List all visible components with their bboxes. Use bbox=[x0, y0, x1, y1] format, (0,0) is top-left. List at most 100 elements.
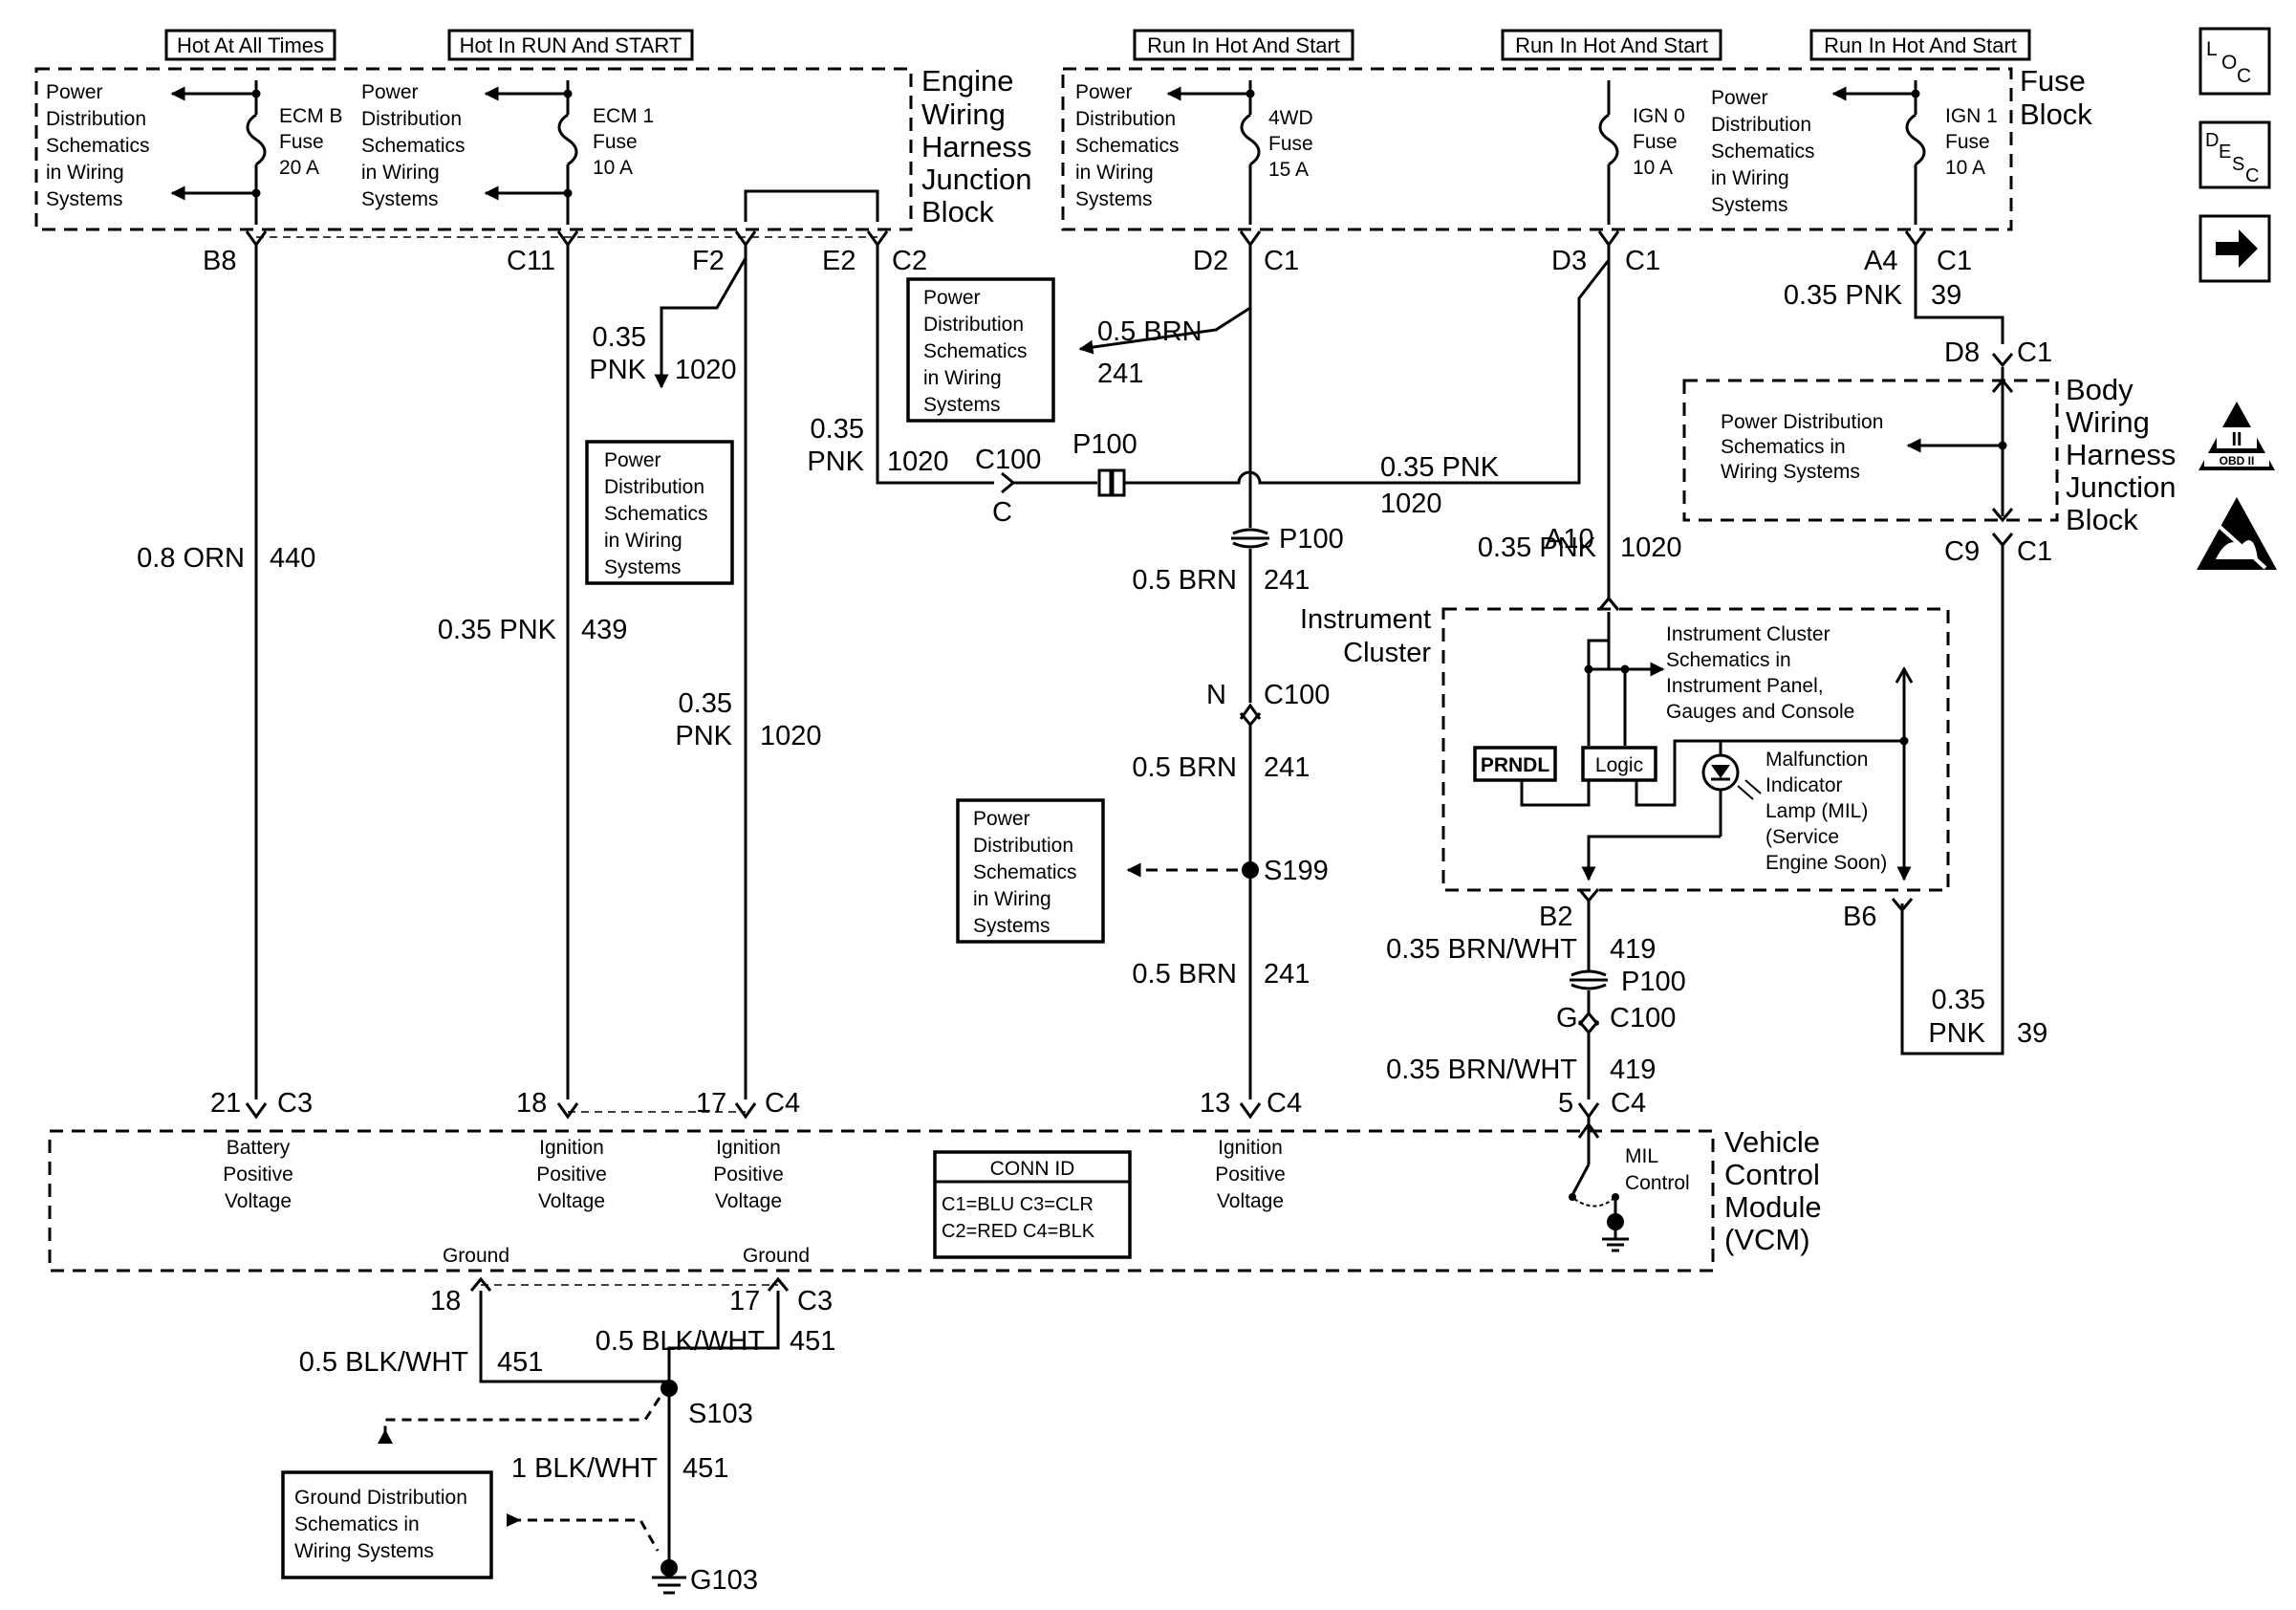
svg-text:Distribution: Distribution bbox=[46, 108, 146, 130]
svg-text:D3: D3 bbox=[1551, 246, 1587, 276]
svg-text:P100: P100 bbox=[1621, 967, 1686, 997]
svg-text:0.8 ORN: 0.8 ORN bbox=[137, 543, 245, 574]
svg-text:ECM 1: ECM 1 bbox=[593, 105, 654, 127]
svg-text:0.35: 0.35 bbox=[811, 414, 864, 445]
instrument-cluster-outline bbox=[1441, 607, 1950, 892]
svg-text:Fuse: Fuse bbox=[2020, 64, 2086, 98]
svg-text:0.5 BRN: 0.5 BRN bbox=[1097, 316, 1202, 347]
svg-text:(VCM): (VCM) bbox=[1724, 1223, 1810, 1256]
svg-text:S103: S103 bbox=[688, 1399, 753, 1429]
svg-text:Module: Module bbox=[1724, 1190, 1822, 1224]
svg-text:D: D bbox=[2205, 130, 2219, 151]
svg-text:Body: Body bbox=[2066, 373, 2134, 406]
header-run-in-hot-and-start-2: Run In Hot And Start bbox=[1501, 29, 1722, 61]
svg-text:Fuse: Fuse bbox=[279, 131, 324, 153]
instrument-cluster-label: Instrument Cluster bbox=[1300, 604, 1431, 668]
svg-text:Block: Block bbox=[921, 195, 994, 228]
svg-text:Ignition: Ignition bbox=[1218, 1137, 1283, 1159]
svg-text:L: L bbox=[2206, 38, 2218, 60]
svg-text:Ignition: Ignition bbox=[716, 1137, 781, 1159]
svg-text:Fuse: Fuse bbox=[1945, 131, 1990, 153]
svg-text:C2=RED C4=BLK: C2=RED C4=BLK bbox=[942, 1221, 1095, 1242]
svg-text:P100: P100 bbox=[1072, 429, 1137, 460]
next-arrow-icon[interactable] bbox=[2199, 214, 2271, 283]
svg-text:Schematics: Schematics bbox=[361, 135, 466, 157]
svg-text:Control: Control bbox=[1724, 1158, 1820, 1191]
svg-text:0.5 BLK/WHT: 0.5 BLK/WHT bbox=[299, 1347, 469, 1378]
svg-text:0.35 BRN/WHT: 0.35 BRN/WHT bbox=[1386, 1055, 1577, 1085]
svg-text:Schematics: Schematics bbox=[1711, 141, 1815, 163]
svg-text:0.35 BRN/WHT: 0.35 BRN/WHT bbox=[1386, 934, 1577, 965]
svg-text:15 A: 15 A bbox=[1268, 159, 1309, 181]
p100-connector-brnwht419 bbox=[1570, 969, 1608, 990]
svg-text:S: S bbox=[2232, 154, 2244, 175]
svg-text:PNK: PNK bbox=[807, 446, 864, 477]
svg-text:Wiring Systems: Wiring Systems bbox=[294, 1540, 434, 1562]
svg-text:Schematics: Schematics bbox=[604, 503, 708, 525]
svg-text:Positive: Positive bbox=[536, 1164, 607, 1186]
svg-text:Schematics: Schematics bbox=[923, 340, 1028, 362]
fuse-ign0-label: IGN 0 Fuse 10 A bbox=[1633, 105, 1685, 179]
s199-splice bbox=[1242, 861, 1259, 879]
svg-text:Junction: Junction bbox=[921, 163, 1031, 196]
p100-connector-brn241 bbox=[1231, 528, 1269, 549]
svg-text:in Wiring: in Wiring bbox=[361, 162, 440, 184]
svg-text:C1: C1 bbox=[1264, 246, 1299, 276]
svg-text:C1=BLU C3=CLR: C1=BLU C3=CLR bbox=[942, 1194, 1094, 1215]
fuse-ign1-label: IGN 1 Fuse 10 A bbox=[1945, 105, 1998, 179]
vcm-input-ignition-17: Ignition Positive Voltage bbox=[713, 1137, 784, 1212]
svg-text:0.35: 0.35 bbox=[679, 688, 732, 719]
svg-text:17: 17 bbox=[729, 1286, 760, 1316]
svg-text:20 A: 20 A bbox=[279, 157, 319, 179]
svg-text:Systems: Systems bbox=[46, 188, 123, 210]
svg-text:S199: S199 bbox=[1264, 856, 1329, 886]
svg-text:Systems: Systems bbox=[1711, 194, 1788, 216]
svg-text:C1: C1 bbox=[2017, 536, 2052, 567]
svg-text:in Wiring: in Wiring bbox=[1075, 162, 1154, 184]
fuse-block-label: Fuse Block bbox=[2020, 64, 2092, 131]
svg-text:MIL: MIL bbox=[1625, 1145, 1658, 1167]
svg-text:1020: 1020 bbox=[675, 355, 737, 385]
svg-text:Power: Power bbox=[1711, 87, 1768, 109]
svg-text:Wiring: Wiring bbox=[2066, 405, 2150, 439]
svg-text:P100: P100 bbox=[1279, 524, 1344, 555]
svg-text:Distribution: Distribution bbox=[923, 314, 1024, 336]
svg-text:A10: A10 bbox=[1545, 524, 1594, 555]
svg-text:Fuse: Fuse bbox=[1268, 133, 1313, 155]
svg-text:A4: A4 bbox=[1864, 246, 1897, 276]
svg-text:Power: Power bbox=[604, 449, 661, 471]
desc-icon[interactable]: D E S C bbox=[2199, 120, 2271, 189]
svg-text:OBD II: OBD II bbox=[2220, 454, 2255, 468]
loc-icon[interactable]: L O C bbox=[2199, 27, 2271, 96]
pds-box-1020: Power Distribution Schematics in Wiring … bbox=[585, 440, 734, 585]
svg-text:in Wiring: in Wiring bbox=[46, 162, 124, 184]
svg-text:ECM B: ECM B bbox=[279, 105, 343, 127]
svg-text:N: N bbox=[1206, 680, 1226, 710]
svg-text:0.5 BRN: 0.5 BRN bbox=[1132, 565, 1237, 596]
svg-text:Harness: Harness bbox=[2066, 438, 2176, 471]
svg-text:Power: Power bbox=[973, 808, 1030, 830]
svg-text:F2: F2 bbox=[692, 246, 725, 276]
vcm-label: Vehicle Control Module (VCM) bbox=[1724, 1125, 1822, 1256]
svg-text:C4: C4 bbox=[1611, 1088, 1646, 1119]
svg-text:C4: C4 bbox=[765, 1088, 800, 1119]
vcm-ground-1: Ground bbox=[443, 1245, 509, 1267]
svg-text:Fuse: Fuse bbox=[593, 131, 638, 153]
svg-text:Instrument Cluster: Instrument Cluster bbox=[1666, 623, 1830, 645]
svg-text:Schematics in: Schematics in bbox=[1721, 436, 1846, 458]
svg-text:II: II bbox=[2231, 429, 2242, 450]
g103-ground-icon bbox=[661, 1559, 678, 1577]
pds-box-s199: Power Distribution Schematics in Wiring … bbox=[956, 798, 1105, 944]
svg-text:241: 241 bbox=[1264, 565, 1310, 596]
svg-text:PRNDL: PRNDL bbox=[1481, 754, 1550, 776]
svg-text:18: 18 bbox=[430, 1286, 461, 1316]
svg-text:0.5 BRN: 0.5 BRN bbox=[1132, 959, 1237, 990]
ecm1-fuse-symbol bbox=[557, 113, 578, 166]
svg-text:Schematics: Schematics bbox=[973, 861, 1077, 883]
vcm-input-battery: Battery Positive Voltage bbox=[223, 1137, 293, 1212]
svg-text:17: 17 bbox=[696, 1088, 726, 1119]
svg-text:451: 451 bbox=[682, 1453, 728, 1484]
svg-text:PNK: PNK bbox=[1928, 1018, 1985, 1049]
svg-text:0.5 BRN: 0.5 BRN bbox=[1132, 752, 1237, 783]
